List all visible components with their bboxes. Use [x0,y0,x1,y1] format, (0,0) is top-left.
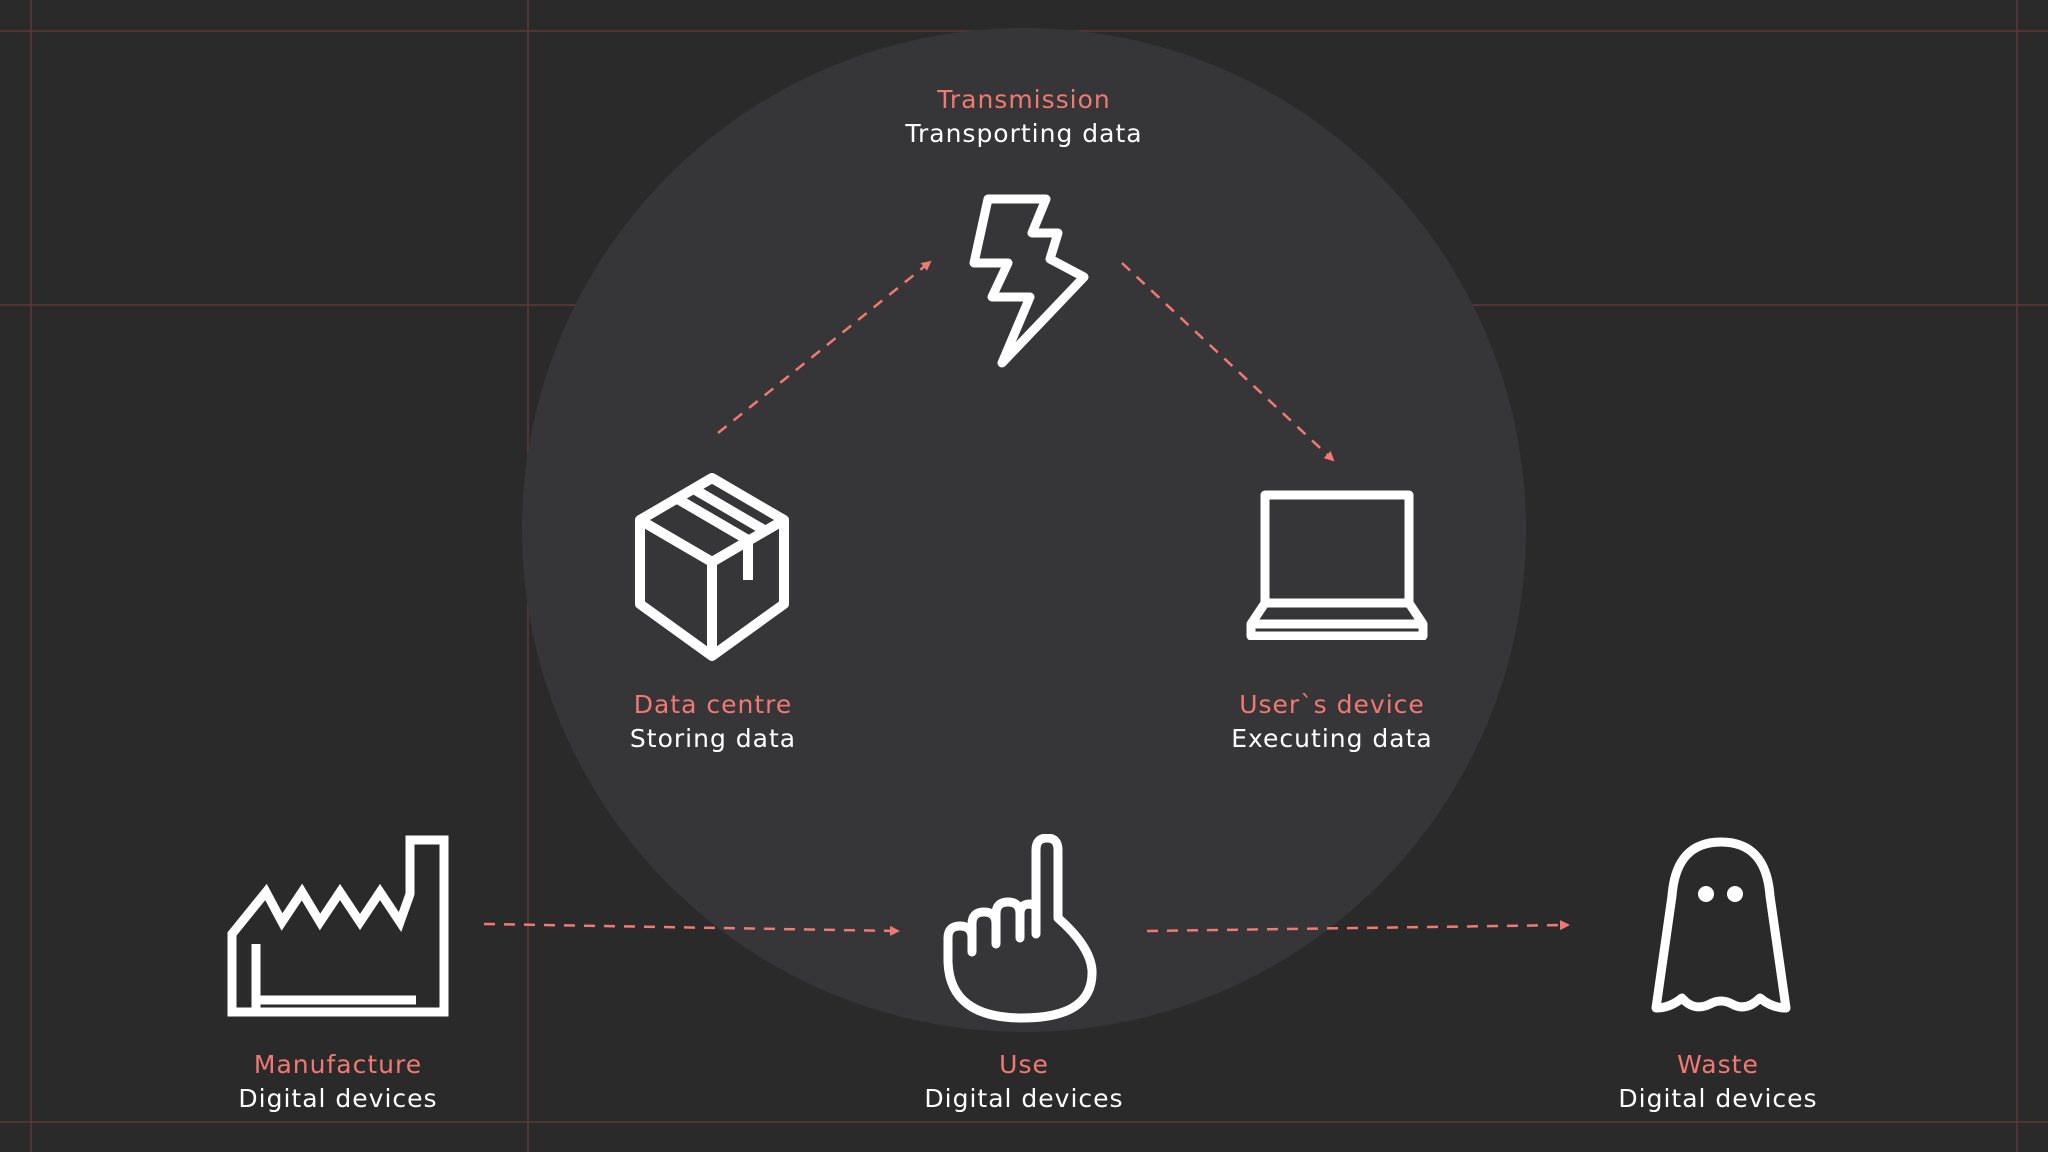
box-icon [632,470,792,666]
node-title: Manufacture [253,1050,423,1079]
pointing-hand-icon [940,834,1100,1024]
node-subtitle: Digital devices [238,1084,438,1113]
lightning-icon [968,193,1092,369]
node-title: Data centre [633,690,793,719]
node-users-device: User`s device Executing data [1122,688,1542,756]
node-use: Use Digital devices [814,1048,1234,1116]
node-subtitle: Storing data [629,724,797,753]
arrow-transmission-to-device [1121,262,1335,462]
ghost-icon [1650,836,1792,1018]
node-subtitle: Digital devices [1618,1084,1818,1113]
arrow-datacentre-to-transmission [717,260,932,434]
laptop-icon [1245,490,1429,640]
arrow-use-to-waste [1146,920,1570,933]
node-title: User`s device [1239,690,1425,719]
node-transmission: Transmission Transporting data [814,83,1234,151]
node-manufacture: Manufacture Digital devices [128,1048,548,1116]
node-subtitle: Executing data [1231,724,1433,753]
factory-icon [226,834,454,1018]
node-title: Use [999,1050,1049,1079]
node-title: Transmission [937,85,1111,114]
node-subtitle: Transporting data [905,119,1143,148]
cycle-circle [522,28,1526,1032]
node-waste: Waste Digital devices [1508,1048,1928,1116]
node-subtitle: Digital devices [924,1084,1124,1113]
arrow-manufacture-to-use [483,922,900,936]
node-title: Waste [1677,1050,1759,1079]
node-data-centre: Data centre Storing data [503,688,923,756]
